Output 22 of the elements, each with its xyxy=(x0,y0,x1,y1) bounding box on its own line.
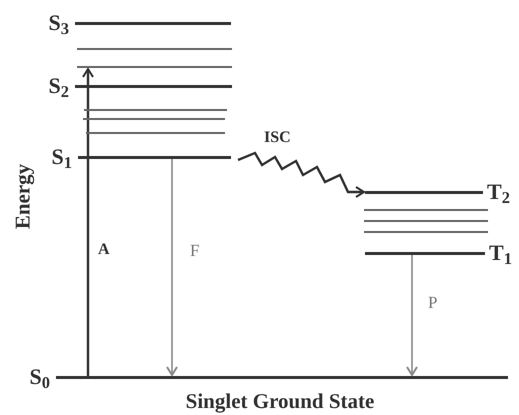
energy-level-line xyxy=(84,109,227,111)
arrow xyxy=(166,159,178,376)
edge-label: F xyxy=(190,242,200,259)
state-label: S$_{1}$ xyxy=(52,146,72,168)
arrow xyxy=(238,152,365,198)
energy-level-line xyxy=(364,220,488,222)
energy-level-line xyxy=(77,48,232,50)
energy-level-line xyxy=(364,209,488,211)
state-label: S$_{2}$ xyxy=(48,75,69,97)
state-label: S$_{3}$ xyxy=(48,12,69,34)
edge-label: P xyxy=(428,294,438,311)
energy-level-line xyxy=(364,231,488,233)
state-caption: Singlet Ground State xyxy=(184,388,376,415)
state-label: T$_{1}$ xyxy=(489,242,512,264)
energy-level-line xyxy=(86,132,225,134)
axis-label: Energy xyxy=(12,162,34,232)
energy-level-line xyxy=(83,118,225,120)
state-label: S$_{0}$ xyxy=(30,366,50,388)
energy-level-line xyxy=(77,66,232,68)
state-label: T$_{2}$ xyxy=(487,181,510,203)
arrow xyxy=(406,255,418,376)
arrow xyxy=(82,68,94,376)
